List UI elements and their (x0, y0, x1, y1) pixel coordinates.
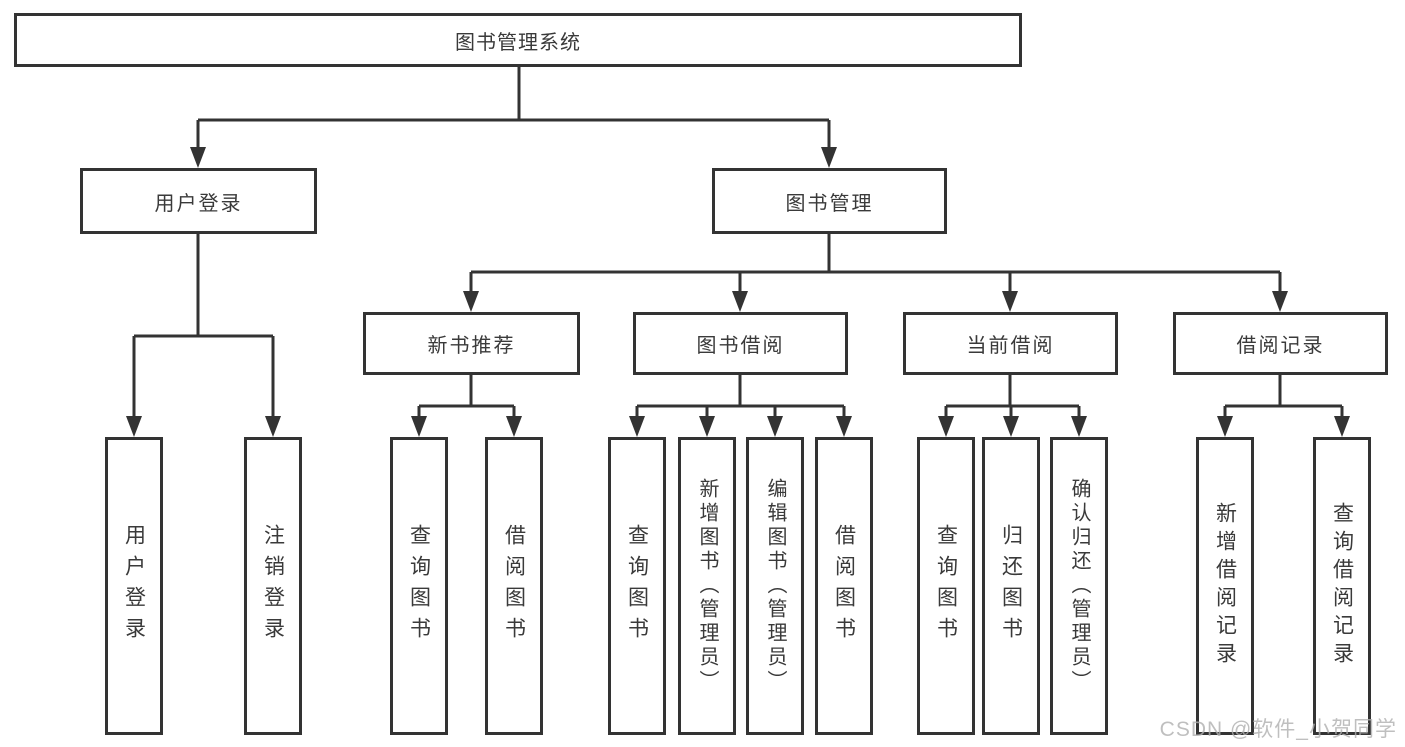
leaf-records-query-record-label: 查询借阅记录 (1330, 502, 1354, 670)
leaf-current-query-books: 查询图书 (917, 437, 975, 735)
arrowhead-level2-icons (190, 147, 837, 168)
leaf-user-login-label: 用户登录 (122, 524, 146, 648)
leaf-records-query-record: 查询借阅记录 (1313, 437, 1371, 735)
leaf-rec-query-books: 查询图书 (390, 437, 448, 735)
node-current-borrowing-label: 当前借阅 (966, 335, 1055, 357)
connector-book-borrow-branch (635, 375, 846, 419)
leaf-rec-borrow-books-label: 借阅图书 (502, 524, 526, 648)
node-book-management: 图书管理 (712, 168, 947, 234)
leaf-rec-borrow-books: 借阅图书 (485, 437, 543, 735)
connector-user-login-branch (132, 234, 275, 419)
node-book-borrowing: 图书借阅 (633, 312, 848, 375)
leaf-borrow-borrow-books: 借阅图书 (815, 437, 873, 735)
leaf-borrow-borrow-books-label: 借阅图书 (832, 524, 856, 648)
leaf-borrow-edit-books-admin: 编辑图书（管理员） (746, 437, 804, 735)
connector-book-management-branch (469, 234, 1282, 294)
arrowhead-level3-icons (463, 291, 1288, 312)
connector-new-book-branch (417, 375, 516, 419)
connector-current-borrow-branch (944, 375, 1081, 419)
leaf-borrow-add-books-admin: 新增图书（管理员） (678, 437, 736, 735)
leaf-current-confirm-return-admin-label: 确认归还（管理员） (1068, 478, 1090, 694)
leaf-current-return-books: 归还图书 (982, 437, 1040, 735)
arrowhead-leaf-icons (126, 416, 1350, 437)
node-book-borrowing-label: 图书借阅 (696, 335, 785, 357)
node-new-book-recommend: 新书推荐 (363, 312, 580, 375)
node-user-login: 用户登录 (80, 168, 317, 234)
connector-root-branch (196, 66, 831, 150)
node-root: 图书管理系统 (14, 13, 1022, 67)
watermark: CSDN @软件_小贺同学 (1159, 718, 1397, 741)
leaf-borrow-add-books-admin-label: 新增图书（管理员） (696, 478, 718, 694)
leaf-logout-label: 注销登录 (261, 524, 285, 648)
node-book-management-label: 图书管理 (785, 192, 874, 215)
leaf-records-add-record: 新增借阅记录 (1196, 437, 1254, 735)
leaf-borrow-query-books-label: 查询图书 (625, 524, 649, 648)
node-root-label: 图书管理系统 (455, 31, 581, 54)
node-new-book-recommend-label: 新书推荐 (427, 335, 516, 357)
leaf-records-add-record-label: 新增借阅记录 (1213, 502, 1237, 670)
leaf-current-query-books-label: 查询图书 (934, 524, 958, 648)
node-user-login-label: 用户登录 (154, 192, 243, 215)
node-borrowing-records: 借阅记录 (1173, 312, 1388, 375)
leaf-current-return-books-label: 归还图书 (999, 524, 1023, 648)
leaf-user-login: 用户登录 (105, 437, 163, 735)
leaf-logout: 注销登录 (244, 437, 302, 735)
node-current-borrowing: 当前借阅 (903, 312, 1118, 375)
connector-record-branch (1223, 375, 1344, 419)
leaf-borrow-edit-books-admin-label: 编辑图书（管理员） (764, 478, 786, 694)
leaf-rec-query-books-label: 查询图书 (407, 524, 431, 648)
leaf-borrow-query-books: 查询图书 (608, 437, 666, 735)
node-borrowing-records-label: 借阅记录 (1236, 335, 1325, 357)
leaf-current-confirm-return-admin: 确认归还（管理员） (1050, 437, 1108, 735)
